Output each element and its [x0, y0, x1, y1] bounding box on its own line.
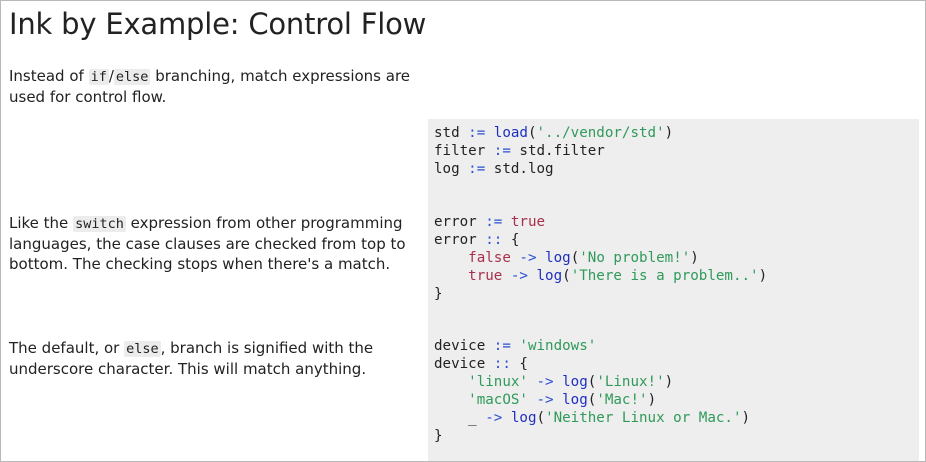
intro-after: branching, match expressions are used fo… — [9, 67, 411, 106]
code-line: true -> log('There is a problem..') — [468, 268, 768, 284]
code-line: 'linux' -> log('Linux!') — [468, 374, 674, 390]
inline-code-switch: switch — [73, 216, 126, 232]
switch-text-after: expression from other programming langua… — [9, 214, 406, 273]
code-line: false -> log('No problem!') — [468, 250, 699, 266]
code-line: 'macOS' -> log('Mac!') — [468, 392, 657, 408]
page-title: Ink by Example: Control Flow — [9, 7, 427, 41]
inline-code-else-default: else — [124, 341, 161, 357]
code-line: _ -> log('Neither Linux or Mac.') — [468, 410, 751, 426]
inline-code-else: else — [113, 69, 151, 85]
code-panel: std := load('../vendor/std') filter := s… — [428, 119, 919, 461]
code-line: log := std.log — [434, 161, 554, 177]
code-block-device-match: device := 'windows' device :: { 'linux' … — [434, 337, 750, 445]
default-text-after: , branch is signified with the underscor… — [9, 339, 374, 378]
intro-text: Instead of if/else branching, match expr… — [9, 66, 419, 107]
code-line: } — [434, 428, 443, 444]
default-text-before: The default, or — [9, 339, 125, 357]
code-line: error :: { — [434, 232, 520, 248]
code-line: } — [434, 286, 443, 302]
code-line: device :: { — [434, 356, 528, 372]
section-switch-text: Like the switch expression from other pr… — [9, 213, 419, 274]
code-line: filter := std.filter — [434, 143, 605, 159]
section-default-text: The default, or else, branch is signifie… — [9, 338, 419, 379]
code-block-imports: std := load('../vendor/std') filter := s… — [434, 124, 673, 178]
code-line: error := true — [434, 214, 546, 230]
intro-slash: / — [108, 67, 114, 85]
code-line: std := load('../vendor/std') — [434, 125, 674, 141]
switch-text-before: Like the — [9, 214, 74, 232]
code-block-error-match: error := true error :: { false -> log('N… — [434, 213, 767, 303]
intro-before: Instead of — [9, 67, 89, 85]
inline-code-if: if — [88, 69, 109, 85]
code-line: device := 'windows' — [434, 338, 597, 354]
